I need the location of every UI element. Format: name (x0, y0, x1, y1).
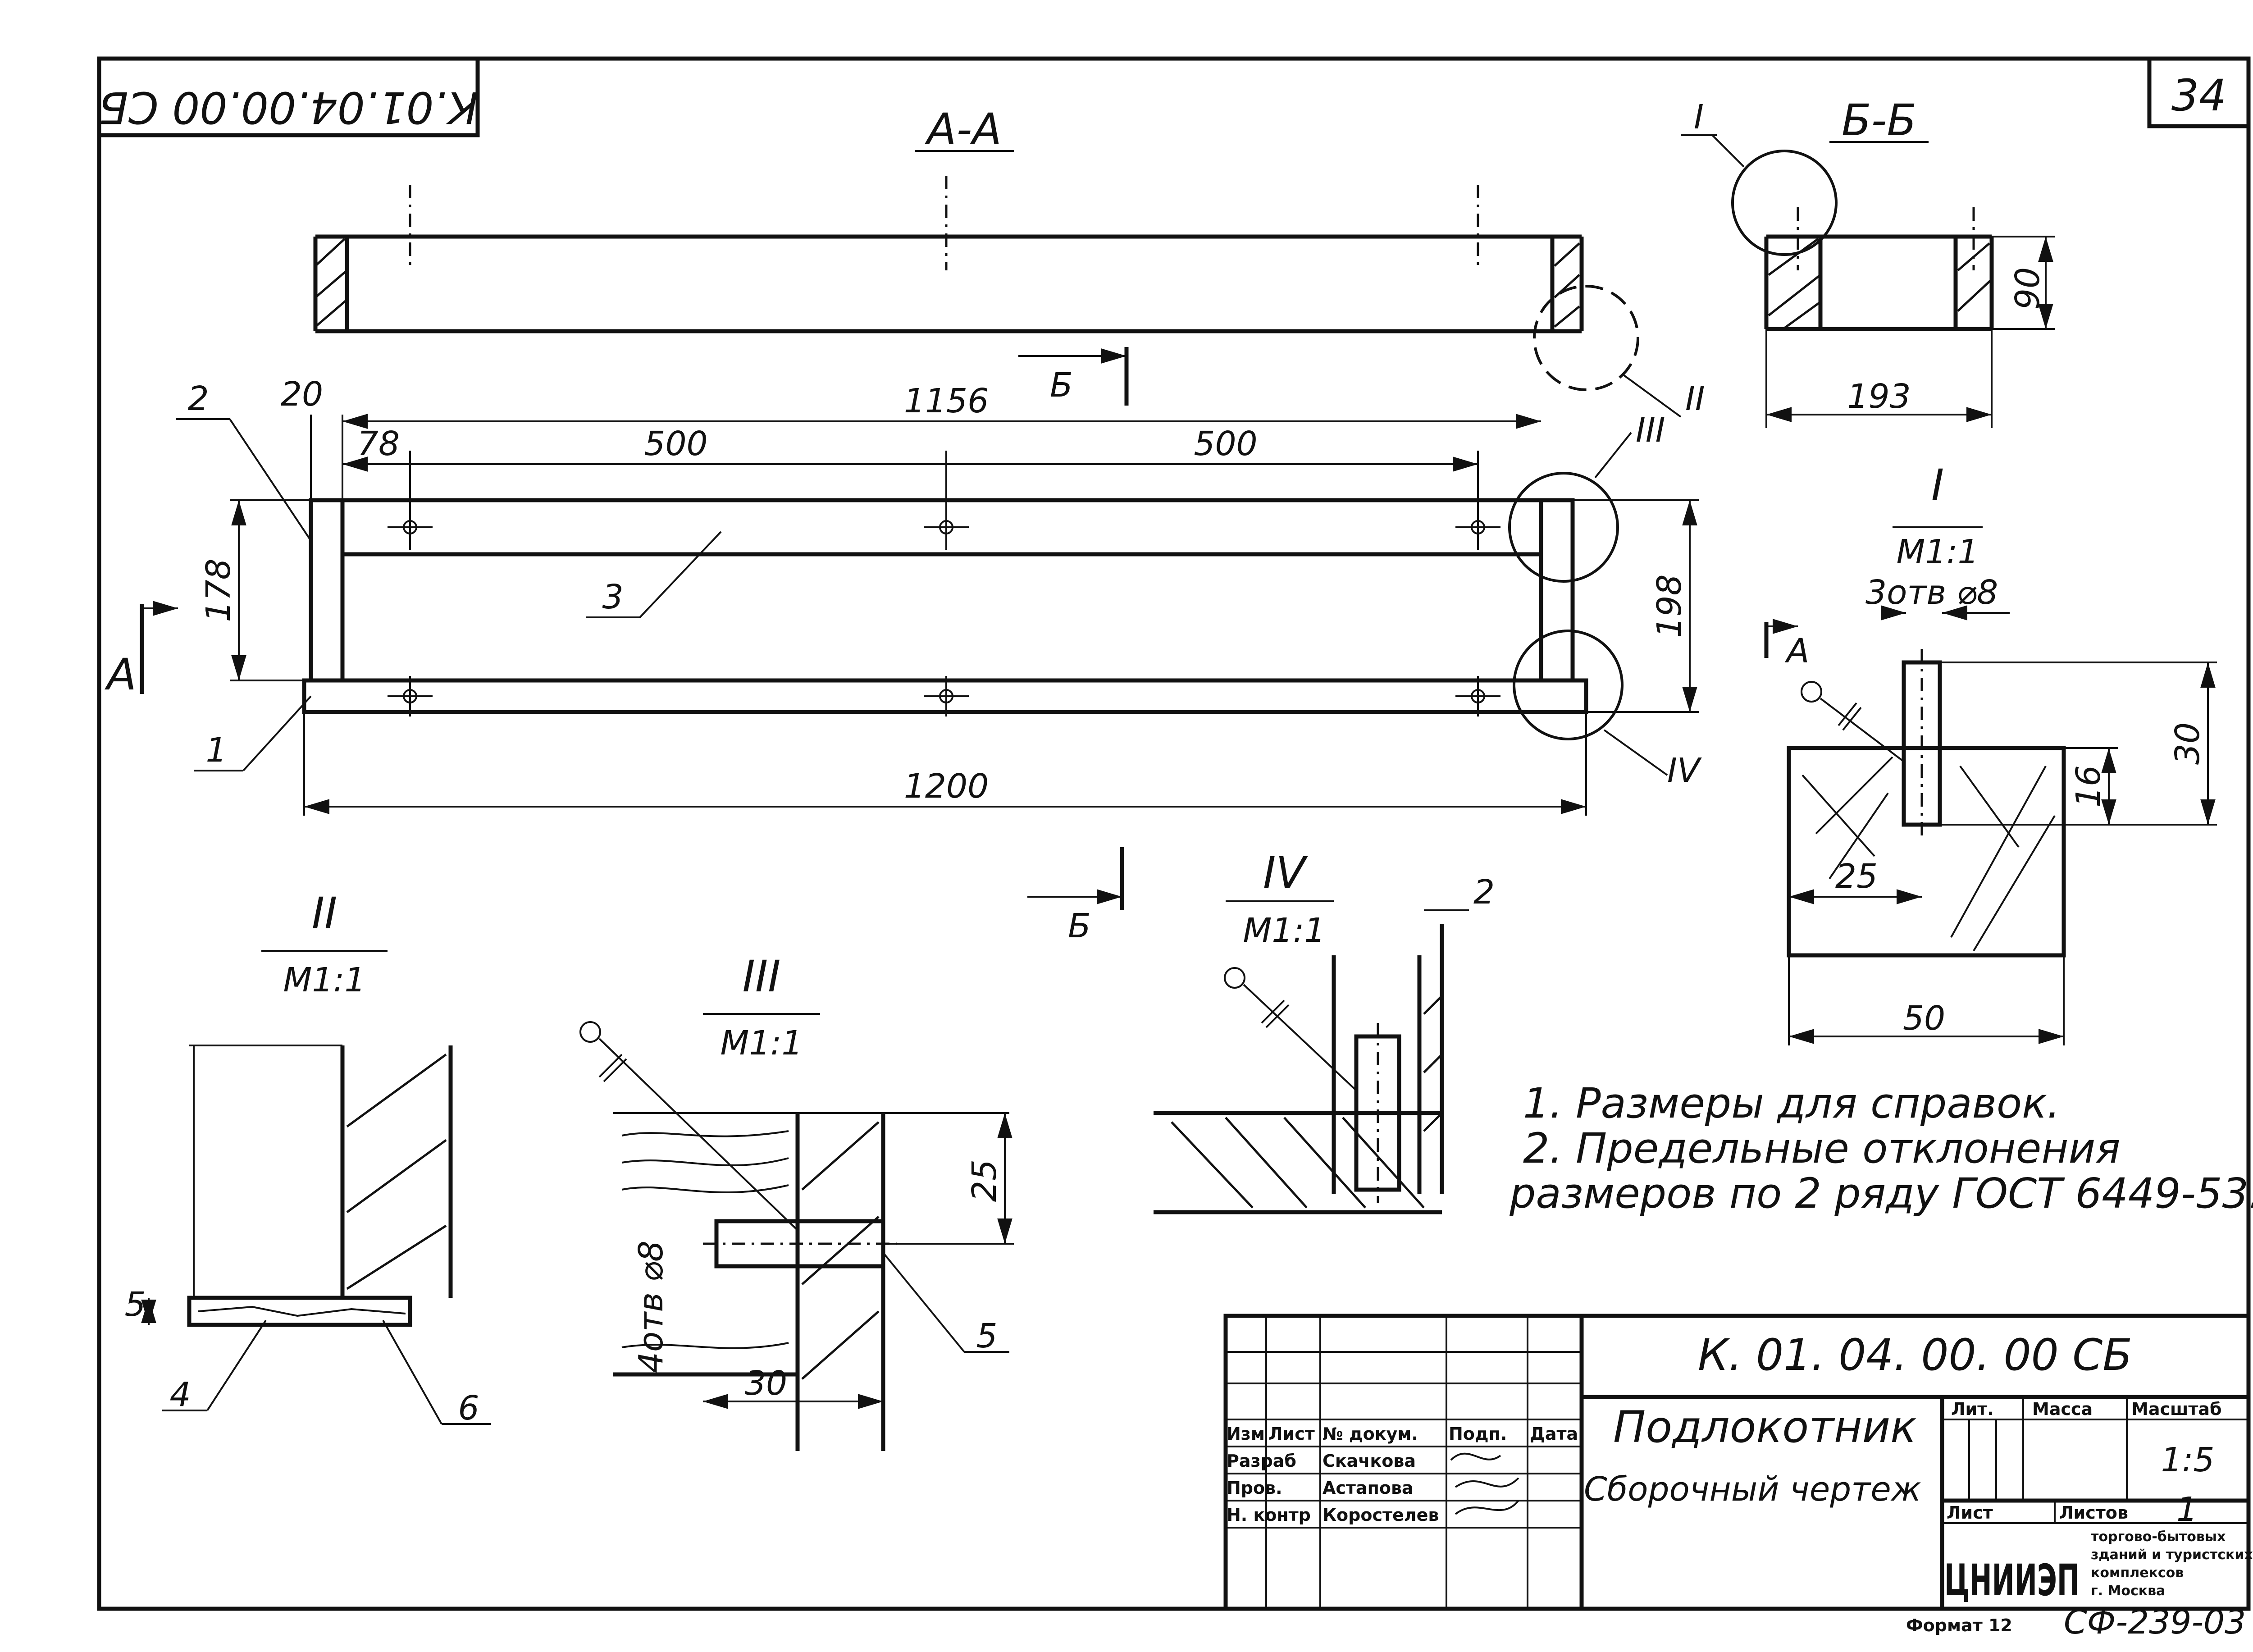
tb-name: Подлокотник (1613, 1402, 1916, 1452)
plan-holes (388, 505, 1500, 716)
tb-sheet-label: Лист (1947, 1503, 1993, 1523)
tb-name-dev: Скачкова (1323, 1451, 1416, 1471)
tb-designation: К. 01. 04. 00. 00 СБ (1698, 1330, 2132, 1380)
detail-1-holes: 3отв ⌀8 (1865, 573, 1998, 612)
notes: 1. Размеры для справок. 2. Предельные от… (1509, 1079, 2253, 1218)
tb-org-logo: ЦНИИЭП (1944, 1555, 2080, 1606)
detail-1-view: I М1:1 3отв ⌀8 А 30 16 25 50 (1764, 460, 2217, 1045)
detail-3-holes: 4отв ⌀8 (632, 1241, 670, 1373)
dim-50: 50 (1903, 999, 1945, 1038)
detail-2-callout-circle (1533, 285, 1639, 391)
position-6: 6 (458, 1389, 479, 1428)
position-1: 1 (205, 731, 227, 770)
tb-scale-value: 1:5 (2161, 1441, 2214, 1479)
detail-4-scale: М1:1 (1243, 911, 1326, 950)
title-block: Изм Лист № докум. Подп. Дата Разраб Скач… (1223, 1314, 2253, 1611)
position-3: 3 (602, 578, 623, 616)
detail-1-view-a: А (1785, 632, 1810, 671)
dim-198: 198 (1650, 574, 1689, 638)
detail-2-callout: II (1685, 379, 1705, 418)
detail-3-callout: III (1636, 411, 1665, 450)
cut-b-bottom-label: Б (1068, 907, 1091, 945)
tb-name-control: Коростелев (1323, 1505, 1439, 1525)
view-a-label: А (104, 649, 137, 700)
dim-1156: 1156 (904, 382, 989, 420)
tb-scale-label: Масштаб (2131, 1399, 2222, 1419)
detail-2-scale: М1:1 (283, 961, 366, 999)
tb-header-doc: № докум. (1323, 1424, 1418, 1444)
sheet-number: 34 (2171, 70, 2226, 121)
note-2: 2. Предельные отклонения (1523, 1124, 2121, 1173)
detail-2-view: II М1:1 5 4 6 (124, 888, 491, 1428)
position-5: 5 (976, 1317, 997, 1355)
dim-178: 178 (199, 558, 238, 622)
tb-mass-label: Масса (2032, 1399, 2093, 1419)
dim-20: 20 (281, 375, 323, 414)
dim-16: 16 (2069, 765, 2108, 808)
detail-3-title: III (743, 951, 781, 1002)
tb-sheets-value: 1 (2176, 1490, 2198, 1529)
detail-1-callout: I (1694, 98, 1704, 137)
detail-4-callout: IV (1667, 751, 1702, 790)
detail-1-scale: М1:1 (1897, 533, 1979, 571)
detail-4-view: IV М1:1 2 (1154, 848, 1495, 1214)
view-arrow-a: А (104, 601, 178, 700)
drawing-frame (97, 56, 2251, 1611)
dim-25: 25 (1835, 857, 1878, 896)
tb-role-dev: Разраб (1227, 1451, 1296, 1471)
tb-header-sign: Подп. (1449, 1424, 1507, 1444)
dim-500-right: 500 (1194, 424, 1257, 463)
dim-30-detail-3: 30 (745, 1364, 787, 1403)
tb-name-check: Астапова (1323, 1478, 1414, 1498)
plan-leaders: 2 3 1 (176, 379, 722, 771)
dim-5: 5 (124, 1285, 146, 1324)
tb-org-line-3: комплексов (2091, 1565, 2184, 1581)
section-aa-label: А-А (924, 104, 1002, 155)
dim-30: 30 (2168, 722, 2207, 765)
position-4: 4 (169, 1375, 191, 1414)
section-bb-label: Б-Б (1842, 95, 1916, 146)
cut-b-top-label: Б (1050, 366, 1073, 405)
tb-doc-type: Сборочный чертеж (1584, 1470, 1921, 1509)
section-bb-view: I 90 193 (1681, 98, 2055, 428)
dim-90: 90 (2008, 267, 2047, 310)
dim-193: 193 (1847, 377, 1911, 416)
dim-25-detail-3: 25 (965, 1159, 1004, 1202)
format-label: Формат 12 (1906, 1615, 2012, 1635)
tb-org-line-2: зданий и туристских (2091, 1547, 2253, 1563)
note-1: 1. Размеры для справок. (1523, 1079, 2060, 1127)
corner-code: К.01.04.00.00 СБ (99, 82, 478, 132)
corner-code-box: К.01.04.00.00 СБ (97, 56, 480, 137)
dim-1200: 1200 (904, 767, 989, 806)
tb-header-izm: Изм (1227, 1424, 1265, 1444)
dim-78: 78 (357, 424, 400, 463)
tb-org-line-4: г. Москва (2091, 1583, 2165, 1599)
detail-1-title: I (1931, 460, 1944, 511)
dim-2: 2 (1473, 873, 1495, 912)
detail-4-title: IV (1263, 848, 1308, 898)
note-3: размеров по 2 ряду ГОСТ 6449-53. (1509, 1169, 2253, 1218)
section-aa-view: II (313, 176, 1705, 418)
detail-2-title: II (312, 888, 337, 939)
detail-3-callout-circle (1508, 472, 1619, 583)
position-2: 2 (187, 379, 209, 418)
tb-role-check: Пров. (1227, 1478, 1282, 1498)
tb-lit-label: Лит. (1951, 1399, 1994, 1419)
signatures (1450, 1452, 1519, 1515)
tb-role-control: Н. контр (1227, 1505, 1311, 1525)
tb-header-date: Дата (1530, 1424, 1578, 1444)
tb-org-line-1: торгово-бытовых (2091, 1529, 2226, 1545)
stamp-code: СФ-239-03 (2064, 1603, 2246, 1642)
dim-500-left: 500 (644, 424, 707, 463)
detail-3-scale: М1:1 (721, 1024, 803, 1063)
tb-sheets-label: Листов (2059, 1503, 2128, 1523)
detail-3-view: III М1:1 25 4отв ⌀8 30 5 (579, 951, 1014, 1451)
plan-view: III IV (302, 411, 1702, 790)
plan-dimensions: 1156 20 78 500 500 178 198 1200 (199, 375, 1699, 816)
sheet-number-box: 34 (2147, 56, 2251, 128)
tb-header-list: Лист (1268, 1424, 1315, 1444)
detail-4-callout-circle (1513, 630, 1624, 740)
